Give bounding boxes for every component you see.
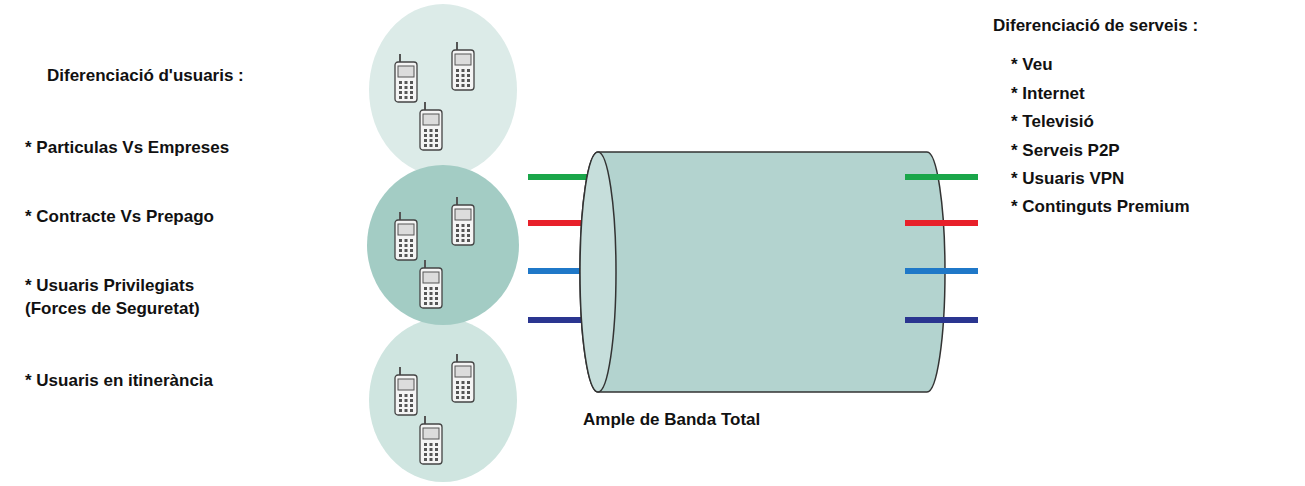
bandwidth-cylinder: Ample de Banda Total [560, 140, 1000, 440]
list-item: * Usuaris en itinerància [25, 369, 213, 392]
list-heading: Diferenciació de serveis : [993, 14, 1198, 37]
list-item: * Internet [1011, 82, 1085, 105]
user-group-circle [369, 318, 517, 482]
user-group-circle [369, 4, 517, 176]
user-group-circle [367, 165, 519, 325]
list-item: * Contracte Vs Prepago [25, 205, 214, 228]
list-item: * Particulas Vs Empreses [25, 136, 229, 159]
list-item: * Continguts Premium [1011, 195, 1190, 218]
cylinder-shape [560, 140, 1000, 440]
list-item: * Usuaris Privilegiats (Forces de Segure… [25, 274, 240, 320]
list-item: * Usuaris VPN [1011, 167, 1124, 190]
list-item: * Veu [1011, 53, 1053, 76]
cylinder-label: Ample de Banda Total [583, 410, 760, 430]
list-item: * Serveis P2P [1011, 139, 1120, 162]
list-item: * Televisió [1011, 110, 1094, 133]
list-heading: Diferenciació d'usuaris : [47, 64, 244, 87]
